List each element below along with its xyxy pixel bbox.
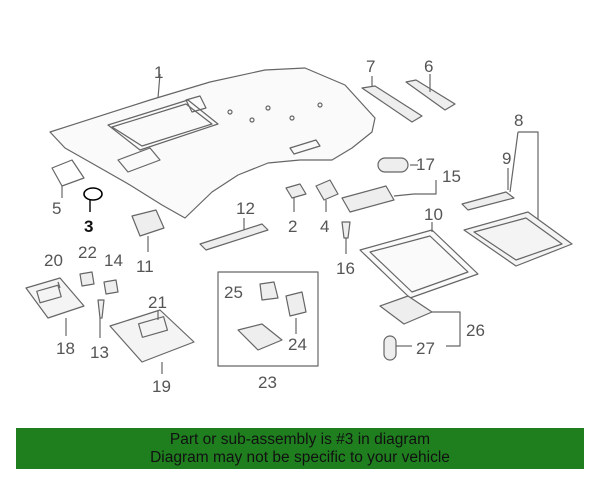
part-13-shape <box>97 299 105 319</box>
part-9-shape <box>461 191 515 211</box>
callout-17: 17 <box>416 155 435 174</box>
callout-21: 21 <box>148 293 167 312</box>
part-12-shape <box>199 223 269 251</box>
callout-4: 4 <box>320 217 329 236</box>
part-23-box <box>217 271 319 367</box>
headliner-part <box>49 67 376 219</box>
callout-18: 18 <box>56 339 75 358</box>
callout-22: 22 <box>78 243 97 262</box>
part-25-shape <box>259 281 279 301</box>
callout-13: 13 <box>90 343 109 362</box>
part-24-shape <box>285 291 307 317</box>
part-26-shape <box>379 295 433 325</box>
callout-1: 1 <box>154 63 163 82</box>
callout-2: 2 <box>288 217 297 236</box>
part-4-shape <box>315 179 339 201</box>
callout-15: 15 <box>442 167 461 186</box>
part-3-clip-shape <box>83 187 103 201</box>
callout-5: 5 <box>52 199 61 218</box>
callout-20: 20 <box>44 251 63 270</box>
callout-24: 24 <box>288 335 307 354</box>
callout-14: 14 <box>104 251 123 270</box>
part-14-shape <box>103 279 119 295</box>
part-11-shape <box>131 209 165 237</box>
callout-6: 6 <box>424 57 433 76</box>
callout-27: 27 <box>416 339 435 358</box>
callout-23: 23 <box>258 373 277 392</box>
callout-25: 25 <box>224 283 243 302</box>
part-7-shape <box>361 85 423 123</box>
part-5-shape <box>51 159 85 187</box>
callout-12: 12 <box>236 199 255 218</box>
part-27-shape <box>383 335 397 361</box>
callout-19: 19 <box>152 377 171 396</box>
parts-diagram: 1 7 6 8 9 17 15 5 3 2 4 12 10 11 16 20 2… <box>25 57 573 396</box>
part-22-shape <box>79 271 95 287</box>
part-2-shape <box>285 183 307 199</box>
part-6-shape <box>405 79 456 111</box>
part-16-shape <box>341 221 351 239</box>
callout-11: 11 <box>136 257 154 276</box>
info-banner: Part or sub-assembly is #3 in diagram Di… <box>16 428 584 469</box>
callout-3-highlighted: 3 <box>84 217 93 236</box>
callout-9: 9 <box>502 149 511 168</box>
callout-26: 26 <box>466 321 485 340</box>
part-15-shape <box>341 185 395 213</box>
callout-16: 16 <box>336 259 355 278</box>
callout-10: 10 <box>424 205 443 224</box>
part-19-shape <box>109 309 195 363</box>
banner-line-disclaimer: Diagram may not be specific to your vehi… <box>150 448 450 466</box>
banner-line-part: Part or sub-assembly is #3 in diagram <box>169 430 431 448</box>
part-8-shape <box>463 211 573 267</box>
callout-7: 7 <box>366 57 375 76</box>
callout-8: 8 <box>514 111 523 130</box>
